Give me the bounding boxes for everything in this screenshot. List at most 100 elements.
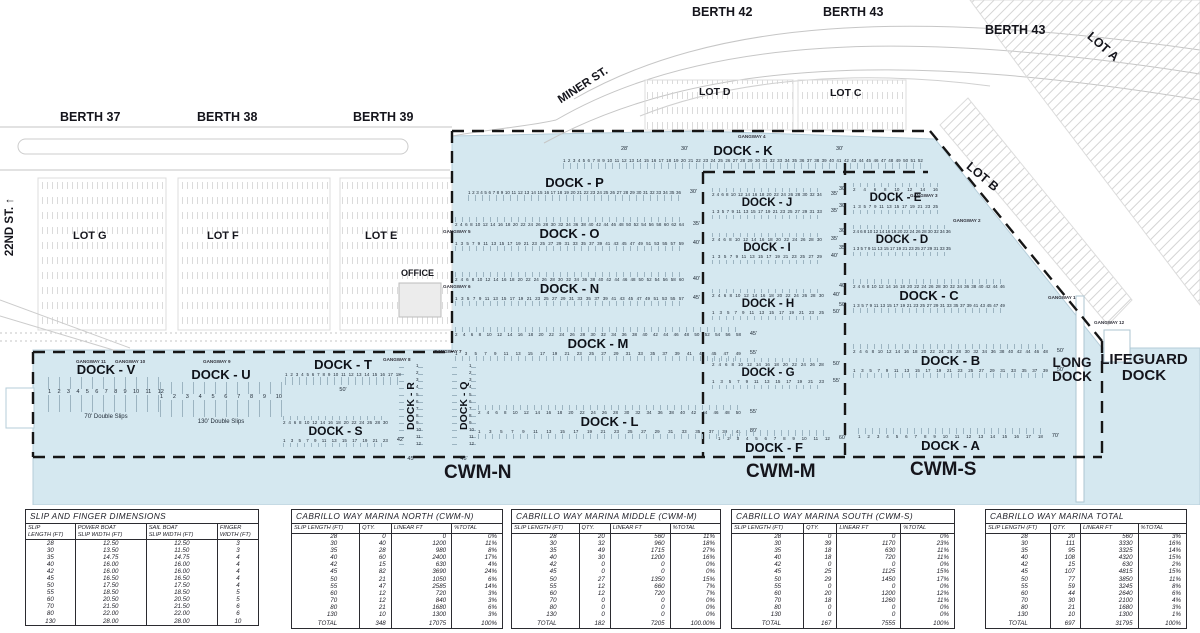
table-cell: 16.50 (75, 575, 147, 583)
table-cell: 3850 (1080, 576, 1139, 584)
slip-length-annotation: 40' (830, 253, 838, 260)
table-title: CABRILLO WAY MARINA TOTAL (986, 510, 1186, 524)
table-cell: 25 (803, 569, 838, 577)
table-cell: 1260 (836, 597, 902, 605)
table-cell: 45 (292, 569, 361, 577)
table-cell: 1300 (391, 611, 453, 619)
table-cell: 3330 (1080, 540, 1139, 548)
slip-fingers (712, 233, 822, 237)
table-cell: 14% (1168, 547, 1181, 555)
slip-fingers (455, 217, 684, 222)
berth-39-label: BERTH 39 (353, 110, 414, 124)
table-cell: 15% (702, 575, 715, 583)
table-cell: 82 (359, 569, 392, 577)
table-cell: 167 (803, 618, 838, 628)
table-header-row: SLIP LENGTH (FT)POWER BOAT SLIP WIDTH (F… (26, 524, 258, 541)
slip-fingers (285, 377, 401, 386)
table-cell: 4% (1172, 596, 1181, 604)
slip-length-annotation: 40' (839, 283, 847, 289)
dock-label: DOCK - F (745, 440, 803, 456)
table-cell: 130 (732, 611, 805, 619)
data-table: SLIP LENGTH (FT)POWER BOAT SLIP WIDTH (F… (26, 524, 258, 626)
table-cell: 0 (803, 583, 838, 591)
table-cell: 28 (986, 533, 1051, 541)
table-cell: 0% (706, 596, 715, 604)
table-cell: 55 (512, 583, 580, 591)
slip-fingers (283, 416, 388, 420)
table-cell: 0% (940, 532, 949, 540)
table-cell: 0 (579, 597, 611, 605)
table-cell: 13.50 (75, 547, 147, 555)
table-cell: 50 (292, 576, 361, 584)
table-header-row: SLIP LENGTH (FT)QTY.LINEAR FT%TOTAL (292, 524, 502, 534)
table-cell: 4320 (1080, 555, 1139, 562)
table-cell: 4 (236, 567, 240, 575)
slip-length-annotation: 35' (830, 208, 838, 215)
table-cell: 35 (512, 548, 580, 555)
table-cell: 720 (836, 555, 902, 562)
lot-d-label: LOT D (699, 86, 731, 98)
table-cell: TOTAL (512, 618, 580, 628)
table-cell: 35 (986, 548, 1051, 555)
table-cell: 6% (488, 575, 497, 583)
table-cell: 70 (986, 597, 1051, 605)
berth-42-label: BERTH 42 (692, 5, 753, 19)
gangway-8-label: GANGWAY 8 (383, 357, 411, 362)
table-cell: 0 (836, 604, 902, 612)
dock-label: DOCK - O (539, 226, 600, 242)
table-header-cell: POWER BOAT SLIP WIDTH (FT) (75, 524, 147, 541)
slip-length-annotation: 40' (832, 292, 840, 298)
table-cell: 560 (1080, 533, 1139, 541)
table-cell: 70 (292, 597, 361, 605)
table-cwm-m: CABRILLO WAY MARINA MIDDLE (CWM-M)SLIP L… (511, 509, 721, 629)
berth-43-label: BERTH 43 (823, 5, 884, 19)
gangway-3-label: GANGWAY 3 (910, 193, 938, 198)
table-cell: 50 (986, 576, 1051, 584)
table-cell: 18 (803, 548, 838, 555)
table-cell: 15 (359, 562, 392, 570)
table-cell: 17% (484, 554, 497, 562)
table-cell: 0% (706, 561, 715, 569)
table-cell: 3 (236, 539, 240, 547)
slip-fingers (455, 301, 684, 307)
table-cell: 35 (732, 548, 805, 555)
table-header-cell: SLIP LENGTH (FT) (986, 524, 1051, 534)
table-cell: 0% (706, 611, 715, 619)
slip-length-annotation: 50' (1056, 348, 1064, 354)
table-cell: 30 (26, 547, 76, 555)
slip-length-annotation: 30' (681, 146, 689, 152)
table-cell: 28.00 (146, 618, 218, 626)
slip-numbers: 135791113151719212325272931333537394180' (478, 428, 757, 434)
table-cell: 630 (391, 562, 453, 570)
slip-fingers (478, 405, 741, 410)
table-cell: 28 (512, 533, 580, 541)
table-cell: 3690 (391, 569, 453, 577)
slip-fingers (455, 356, 741, 362)
